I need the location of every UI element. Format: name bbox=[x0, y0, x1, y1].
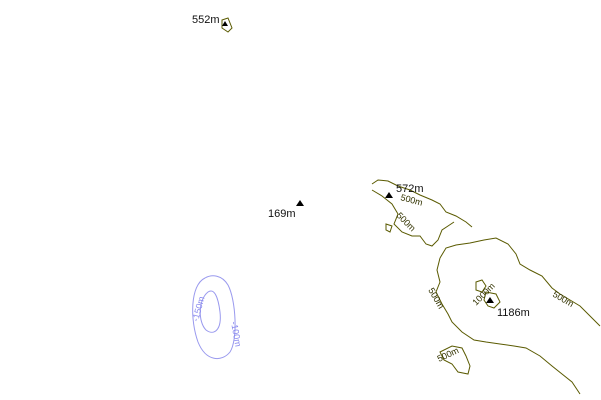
bathymetry-label: -100m bbox=[229, 321, 243, 348]
peak-triangle-icon bbox=[222, 21, 228, 26]
contour-label: 1000m bbox=[470, 281, 497, 308]
peak-label: 552m bbox=[192, 14, 220, 26]
peak-triangle-icon bbox=[296, 200, 304, 206]
coast-north bbox=[371, 179, 473, 228]
contour-500-west bbox=[435, 257, 581, 395]
land-contours bbox=[221, 17, 601, 395]
peak-triangle-icon bbox=[385, 192, 393, 198]
peak-572[interactable]: 572m bbox=[385, 183, 424, 198]
contour-minus-100 bbox=[192, 275, 236, 360]
peak-label: 1186m bbox=[497, 307, 530, 319]
bathymetry-contours bbox=[192, 275, 236, 360]
contour-500-south bbox=[439, 345, 471, 375]
contour-500-inner bbox=[371, 189, 455, 247]
contour-label: 500m bbox=[395, 210, 418, 233]
island-552 bbox=[221, 17, 233, 33]
contour-1000 bbox=[475, 279, 501, 309]
peak-label: 572m bbox=[396, 183, 424, 195]
bathymetry-label: -150m bbox=[190, 295, 206, 322]
peak-169[interactable]: 169m bbox=[268, 200, 304, 220]
peak-label: 169m bbox=[268, 208, 296, 220]
peak-triangle-icon bbox=[486, 297, 494, 303]
contour-label: 500m bbox=[426, 286, 446, 310]
contour-label: 500m bbox=[436, 345, 461, 364]
contour-minus-150 bbox=[199, 290, 221, 333]
contour-500-main bbox=[439, 237, 601, 327]
islet bbox=[385, 223, 393, 233]
peak-1186[interactable]: 1186m bbox=[486, 297, 530, 319]
contour-label: 500m bbox=[551, 289, 575, 309]
peak-552[interactable]: 552m bbox=[192, 14, 228, 26]
